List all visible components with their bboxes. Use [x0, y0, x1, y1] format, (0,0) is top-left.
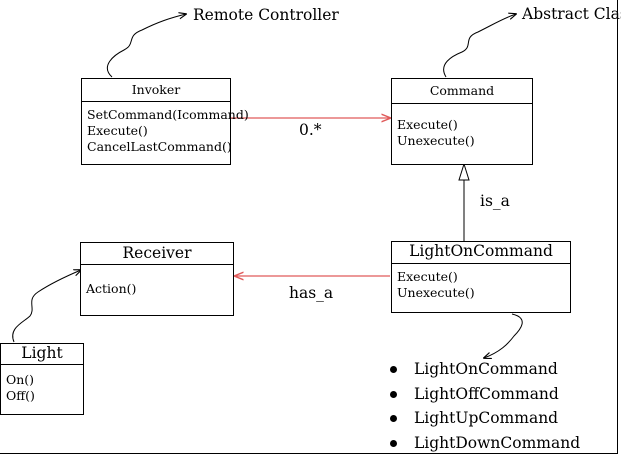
command-list-callout: [484, 313, 523, 358]
list-item: LightOnCommand: [388, 357, 580, 382]
remote-controller-note: Remote Controller: [193, 6, 339, 24]
invoker-member: SetCommand(Icommand): [87, 107, 249, 122]
light-member: Off(): [6, 388, 35, 403]
association-label: has_a: [289, 284, 334, 302]
list-item: LightUpCommand: [388, 406, 580, 431]
list-item: LightDownCommand: [388, 431, 580, 456]
command-class: Command Execute() Unexecute(): [391, 78, 533, 165]
invoker-member: CancelLastCommand(): [87, 139, 232, 154]
lightoncommand-class: LightOnCommand Execute() Unexecute(): [391, 241, 571, 313]
inheritance-label: is_a: [480, 192, 510, 210]
command-class-name: Command: [392, 79, 532, 104]
invoker-member: Execute(): [87, 123, 148, 138]
inheritance-link: [458, 162, 470, 241]
receiver-class: Receiver Action(): [80, 242, 234, 316]
bullet-icon: [390, 415, 397, 422]
bullet-icon: [390, 390, 397, 398]
bullet-icon: [390, 366, 397, 373]
receiver-class-name: Receiver: [81, 243, 233, 265]
command-member: Unexecute(): [397, 133, 475, 148]
remote-controller-callout: [106, 14, 186, 78]
abstract-class-callout: [443, 14, 516, 78]
light-class: Light On() Off(): [0, 343, 84, 415]
invoker-class-name: Invoker: [82, 79, 230, 102]
concrete-commands-list: LightOnCommand LightOffCommand LightUpCo…: [388, 357, 580, 455]
light-receiver-callout: [12, 270, 81, 343]
frame-edge-bottom: [0, 453, 618, 454]
lightoncommand-member: Unexecute(): [397, 285, 475, 300]
light-member: On(): [6, 372, 35, 387]
list-item: LightOffCommand: [388, 382, 580, 407]
invoker-class: Invoker SetCommand(Icommand) Execute() C…: [81, 78, 249, 165]
bullet-icon: [390, 439, 397, 447]
light-class-name: Light: [1, 344, 83, 365]
command-member: Execute(): [397, 117, 458, 132]
lightoncommand-class-name: LightOnCommand: [392, 242, 570, 264]
abstract-class-note: Abstract Class: [522, 5, 621, 23]
frame-edge-right: [617, 0, 618, 454]
lightoncommand-member: Execute(): [397, 269, 458, 284]
receiver-member: Action(): [86, 281, 137, 296]
multiplicity-label: 0.*: [299, 121, 322, 139]
